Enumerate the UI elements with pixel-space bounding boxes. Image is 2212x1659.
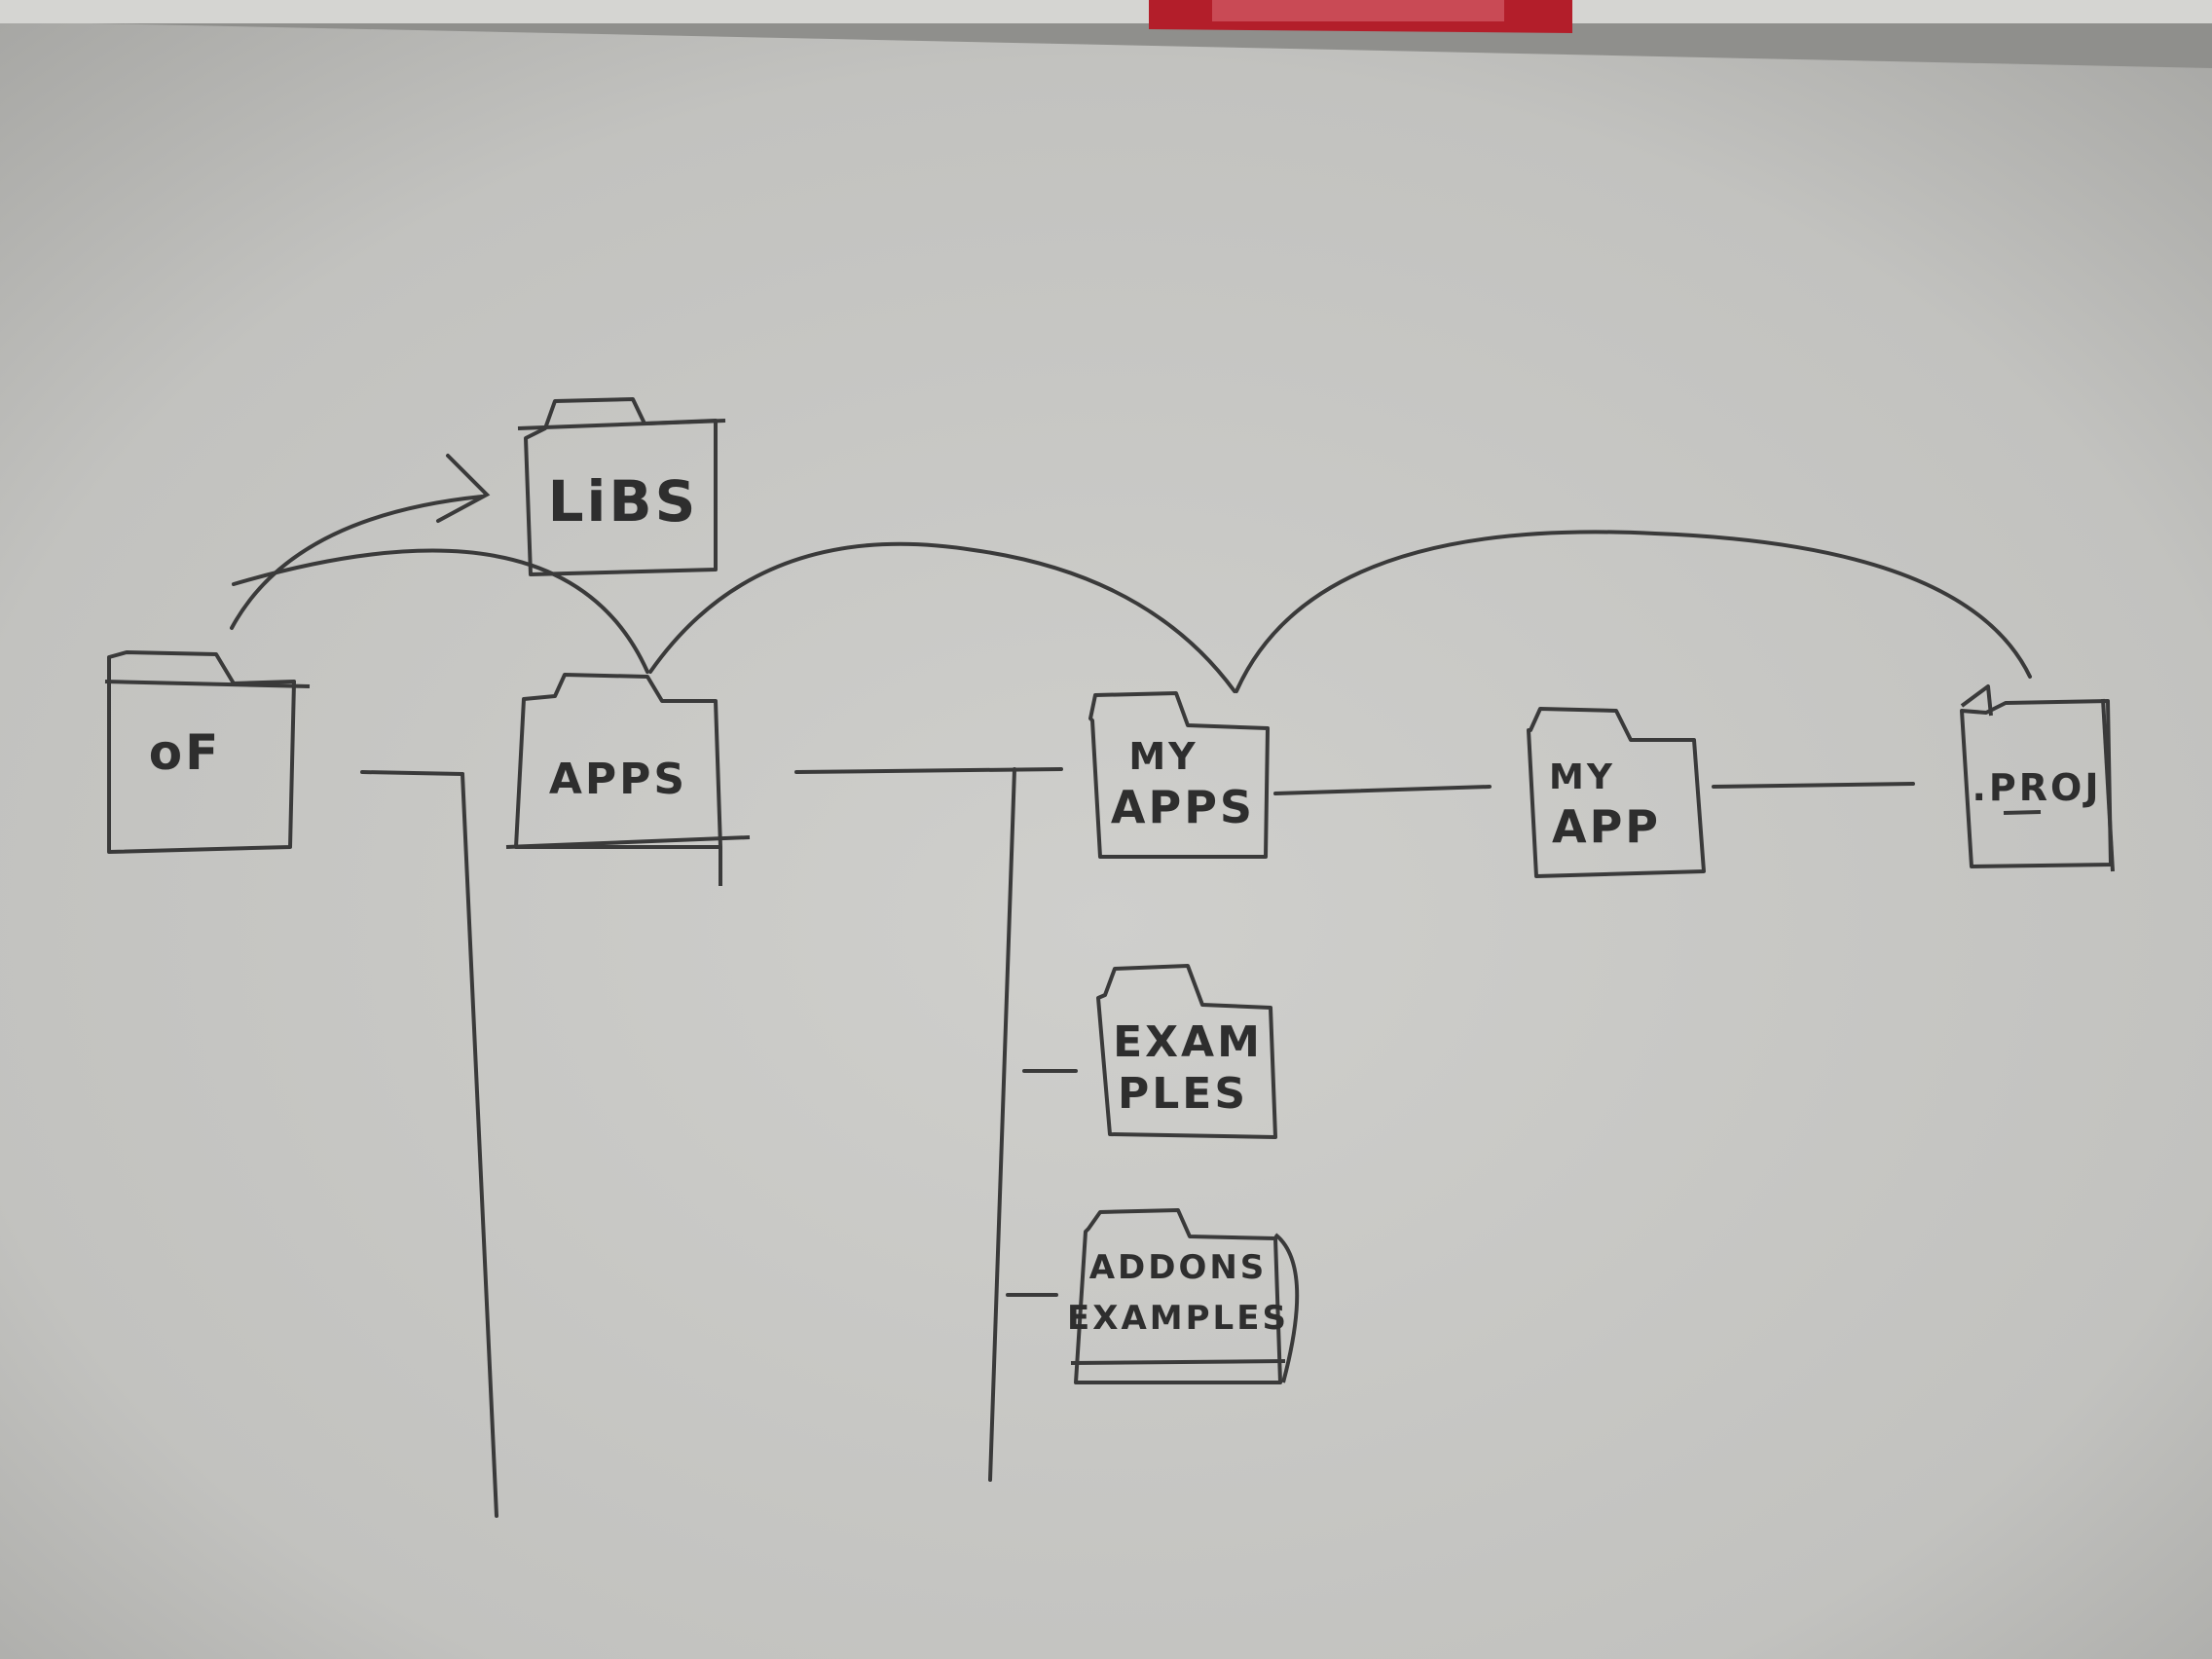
edge-myapp-proj	[1712, 782, 1915, 789]
folder-libs-label: LiBS	[548, 468, 699, 535]
folder-addons-examples-label-2: EXAMPLES	[1067, 1299, 1289, 1338]
folder-examples-label-1: EXAM	[1113, 1017, 1263, 1067]
folder-myapps-label-1: MY	[1128, 735, 1198, 778]
edge-of-libs-arrow	[230, 495, 484, 630]
folder-examples-label-2: PLES	[1118, 1069, 1248, 1119]
paper-sheet	[0, 21, 2212, 1659]
folder-proj: .PROJ	[1960, 684, 2115, 872]
folder-addons-examples: ADDONS EXAMPLES	[1067, 1208, 1300, 1384]
folder-of-label: oF	[149, 724, 222, 781]
tree-left-stub	[360, 770, 464, 776]
folder-myapp-label-1: MY	[1549, 757, 1615, 797]
tree-right-stub	[794, 767, 1063, 774]
folder-addons-examples-label-1: ADDONS	[1089, 1248, 1268, 1287]
edge-apps-myapps-arc	[648, 541, 1236, 693]
top-paper-edge	[0, 0, 2212, 23]
folder-myapps-label-2: APPS	[1111, 781, 1255, 833]
edges	[230, 454, 2032, 1518]
red-sticker-inner	[1212, 0, 1504, 21]
folder-examples: EXAM PLES	[1096, 964, 1277, 1139]
folder-of: oF	[104, 650, 311, 854]
edge-myapps-myapp	[1273, 785, 1492, 795]
folder-myapps: MY APPS	[1088, 691, 1270, 859]
edge-of-libs-arrowhead	[436, 454, 491, 523]
edge-of-apps-arc	[232, 548, 649, 674]
folder-libs: LiBS	[517, 397, 726, 576]
folder-apps-label: APPS	[549, 755, 687, 804]
folder-myapp: MY APP	[1527, 707, 1706, 878]
edge-myapps-proj-arc	[1235, 530, 2032, 693]
tree-left-vertical	[461, 772, 498, 1518]
folders: oF LiBS APPS MY APPS MY APP .PROJ	[104, 397, 2115, 1384]
folder-apps: APPS	[505, 673, 751, 886]
folder-myapp-label-2: APP	[1552, 800, 1661, 853]
folder-proj-label: .PROJ	[1972, 766, 2102, 809]
tree-right-vertical	[988, 767, 1016, 1482]
